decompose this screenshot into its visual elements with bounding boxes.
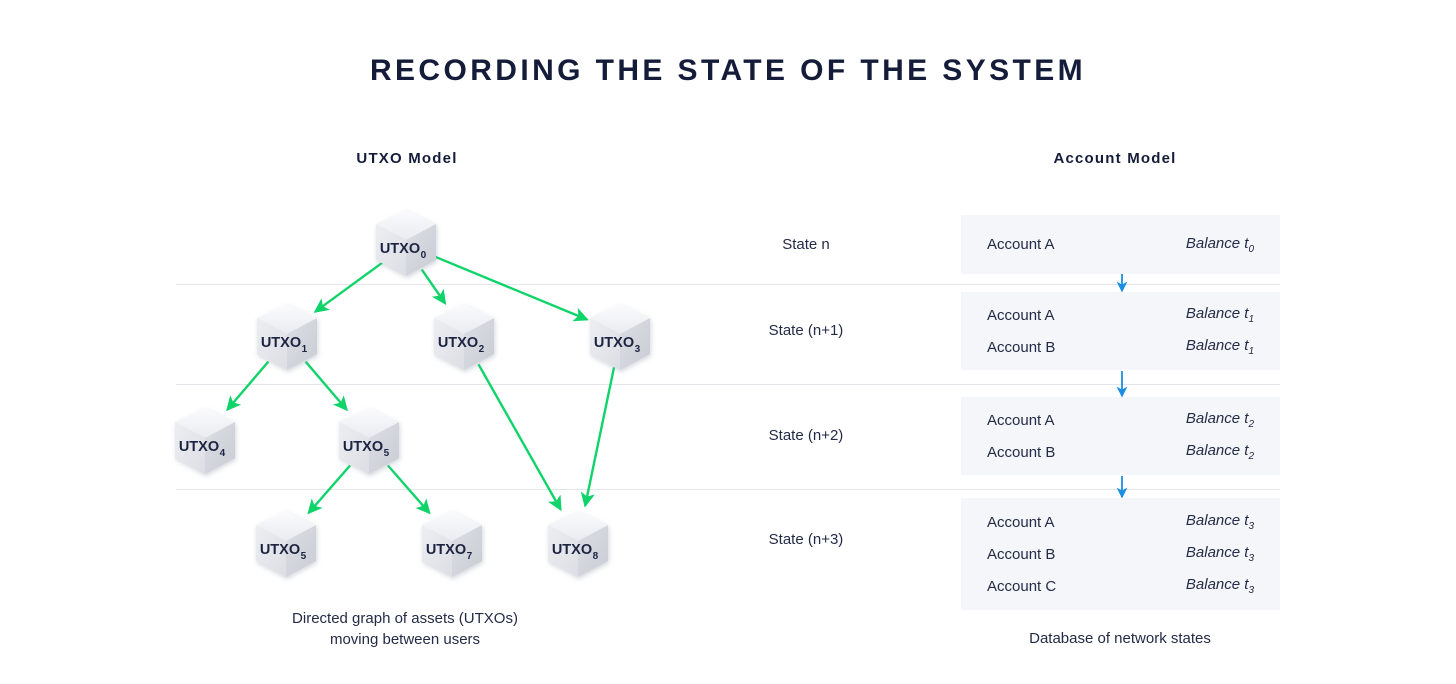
account-name: Account B xyxy=(987,338,1056,356)
state-divider-1 xyxy=(176,384,1280,385)
account-state-box-2: Account A Balance t2 Account B Balance t2 xyxy=(961,397,1280,475)
caption-utxo: Directed graph of assets (UTXOs) moving b… xyxy=(255,608,555,650)
account-balance: Balance t2 xyxy=(1185,410,1254,430)
state-label-2: State (n+2) xyxy=(768,427,844,444)
account-row: Account B Balance t3 xyxy=(961,538,1280,570)
caption-line: moving between users xyxy=(329,631,481,648)
account-row: Account A Balance t3 xyxy=(961,506,1280,538)
account-name: Account B xyxy=(987,443,1056,461)
state-label-0: State n xyxy=(782,236,830,253)
column-header-account: Account Model xyxy=(1053,150,1177,167)
account-name: Account A xyxy=(987,513,1055,531)
account-row: Account A Balance t0 xyxy=(961,229,1280,261)
account-name: Account B xyxy=(987,545,1056,563)
account-name: Account A xyxy=(987,306,1055,324)
account-row: Account C Balance t3 xyxy=(961,570,1280,602)
account-row: Account B Balance t2 xyxy=(961,436,1280,468)
account-name: Account A xyxy=(987,411,1055,429)
caption-line: Directed graph of assets (UTXOs) xyxy=(292,610,518,627)
state-label-3: State (n+3) xyxy=(768,531,844,548)
account-row: Account B Balance t1 xyxy=(961,331,1280,363)
state-divider-2 xyxy=(176,489,1280,490)
account-balance: Balance t2 xyxy=(1185,442,1254,462)
account-balance: Balance t3 xyxy=(1185,512,1254,532)
caption-account: Database of network states xyxy=(1029,630,1211,647)
account-row: Account A Balance t2 xyxy=(961,404,1280,436)
account-balance: Balance t3 xyxy=(1185,544,1254,564)
account-state-box-1: Account A Balance t1 Account B Balance t1 xyxy=(961,292,1280,370)
page-title: RECORDING THE STATE OF THE SYSTEM xyxy=(369,54,1087,87)
state-label-1: State (n+1) xyxy=(768,322,844,339)
account-name: Account C xyxy=(987,577,1057,595)
account-balance: Balance t1 xyxy=(1185,337,1254,357)
account-balance: Balance t1 xyxy=(1185,305,1254,325)
state-divider-0 xyxy=(176,284,1280,285)
account-state-box-0: Account A Balance t0 xyxy=(961,215,1280,274)
account-name: Account A xyxy=(987,236,1055,253)
column-header-utxo: UTXO Model xyxy=(356,150,458,167)
account-balance: Balance t0 xyxy=(1185,234,1254,255)
account-row: Account A Balance t1 xyxy=(961,299,1280,331)
account-balance: Balance t3 xyxy=(1185,576,1254,596)
